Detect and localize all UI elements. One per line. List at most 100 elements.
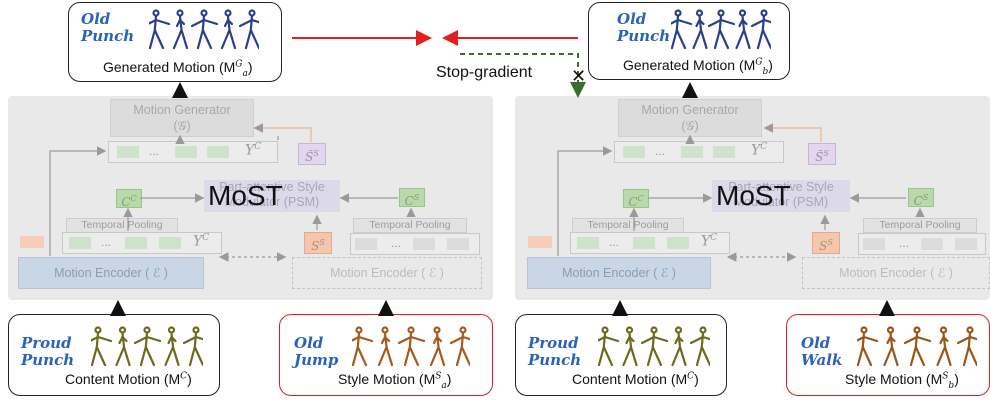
modulated-style-left: S̃S	[298, 143, 326, 165]
stick-figure-head	[94, 326, 102, 334]
stick-figure	[956, 331, 977, 367]
stop-gradient-path	[460, 53, 586, 98]
content-feature-top-right: ... YC	[614, 141, 784, 163]
generated-motion-figures-left	[149, 9, 259, 50]
stick-figure	[671, 331, 687, 367]
stick-figure	[598, 331, 620, 367]
stick-figure	[172, 14, 189, 50]
style-motion-caption-left: Style Motion (MSa)	[338, 371, 452, 391]
stick-figure	[622, 331, 638, 367]
stick-figure	[164, 331, 180, 367]
stick-figure-head	[738, 9, 747, 17]
content-motion-figures-left	[91, 326, 203, 367]
stick-figure	[352, 331, 374, 367]
stick-figure-head	[143, 326, 151, 334]
stick-figure	[133, 331, 162, 367]
content-code-right: CC	[623, 189, 649, 209]
motion-generator-left: Motion Generator(𝒢)	[110, 99, 254, 137]
stick-figure	[640, 331, 669, 367]
style-motion-figures-right	[857, 326, 977, 367]
stick-figure-head	[355, 326, 363, 334]
stick-figure	[735, 14, 751, 50]
stick-figure	[190, 14, 219, 50]
temporal-pooling-style-right: Temporal Pooling	[863, 218, 977, 233]
stick-figure-head	[167, 326, 176, 334]
generated-motion-figures-right	[671, 9, 771, 50]
orange-token-right	[528, 236, 552, 248]
stick-figure-head	[695, 9, 704, 17]
stick-figure-head	[860, 326, 868, 334]
stick-figure	[857, 331, 879, 367]
stick-figure-head	[650, 326, 658, 334]
stick-figure	[115, 331, 131, 367]
content-feature-top-left: ... YC	[108, 141, 278, 163]
style-motion-caption-right: Style Motion (MSb)	[845, 371, 959, 391]
content-motion-figures-right	[598, 326, 710, 367]
stick-figure-head	[674, 9, 682, 17]
content-motion-caption-left: Content Motion (MC)	[65, 371, 192, 387]
stick-figure	[750, 14, 771, 50]
motion-generator-right: Motion Generator(𝒢)	[618, 99, 762, 137]
style-code-left: CS	[399, 188, 425, 208]
content-feature-bottom-right: ... YC	[570, 232, 730, 254]
stick-figure	[689, 331, 710, 367]
stick-figure	[149, 14, 171, 50]
stick-figure-head	[913, 326, 921, 334]
stick-figure	[429, 331, 446, 367]
style-feature-row-right: ...	[858, 233, 986, 255]
style-feature-row-left: ...	[350, 233, 480, 255]
stick-figure-head	[176, 9, 184, 17]
stick-figure-head	[459, 326, 467, 334]
stick-figure	[883, 331, 899, 367]
stick-figure-head	[224, 9, 232, 17]
stick-figure	[692, 14, 708, 50]
stick-figure-head	[886, 326, 895, 334]
temporal-pooling-content-right: Temporal Pooling	[572, 218, 684, 233]
stick-figure-head	[699, 326, 707, 334]
modulated-style-right: S̃S	[808, 143, 836, 165]
generated-motion-caption-left: Generated Motion (MGa)	[103, 59, 253, 79]
stick-figure-head	[118, 326, 127, 334]
stick-figure-head	[192, 326, 200, 334]
temporal-pooling-style-left: Temporal Pooling	[353, 218, 467, 233]
style-feature-right: SS	[812, 232, 840, 254]
stick-figure-head	[152, 9, 160, 17]
stick-figure	[707, 14, 736, 50]
stick-figure-head	[200, 9, 208, 17]
generated-motion-caption-right: Generated Motion (MGb)	[623, 57, 773, 77]
stick-figure-head	[674, 326, 683, 334]
stick-figure	[220, 14, 237, 50]
stick-figure-head	[760, 9, 768, 17]
stick-figure-head	[433, 326, 441, 334]
stick-figure-head	[248, 9, 256, 17]
motion-encoder-content-right: Motion Encoder ( ℰ )	[527, 257, 711, 289]
content-feature-bottom-left: ... YC	[62, 232, 222, 254]
stick-figure	[238, 14, 259, 50]
stop-gradient-cross: ✕	[571, 66, 586, 87]
content-motion-caption-right: Content Motion (MC)	[572, 371, 699, 387]
stick-figure	[449, 331, 470, 367]
stick-figure	[397, 331, 426, 367]
stick-figure	[91, 331, 113, 367]
most-label-right: MoST	[716, 180, 791, 211]
most-label-left: MoST	[208, 180, 283, 211]
stick-figure-head	[407, 326, 415, 334]
stick-figure-head	[939, 326, 948, 334]
motion-encoder-content-left: Motion Encoder ( ℰ )	[18, 257, 204, 289]
stick-figure	[377, 331, 394, 367]
stick-figure-head	[381, 326, 389, 334]
stick-figure	[182, 331, 203, 367]
stop-gradient-label: Stop-gradient	[436, 64, 533, 81]
motion-encoder-style-left: Motion Encoder ( ℰ )	[292, 257, 482, 289]
